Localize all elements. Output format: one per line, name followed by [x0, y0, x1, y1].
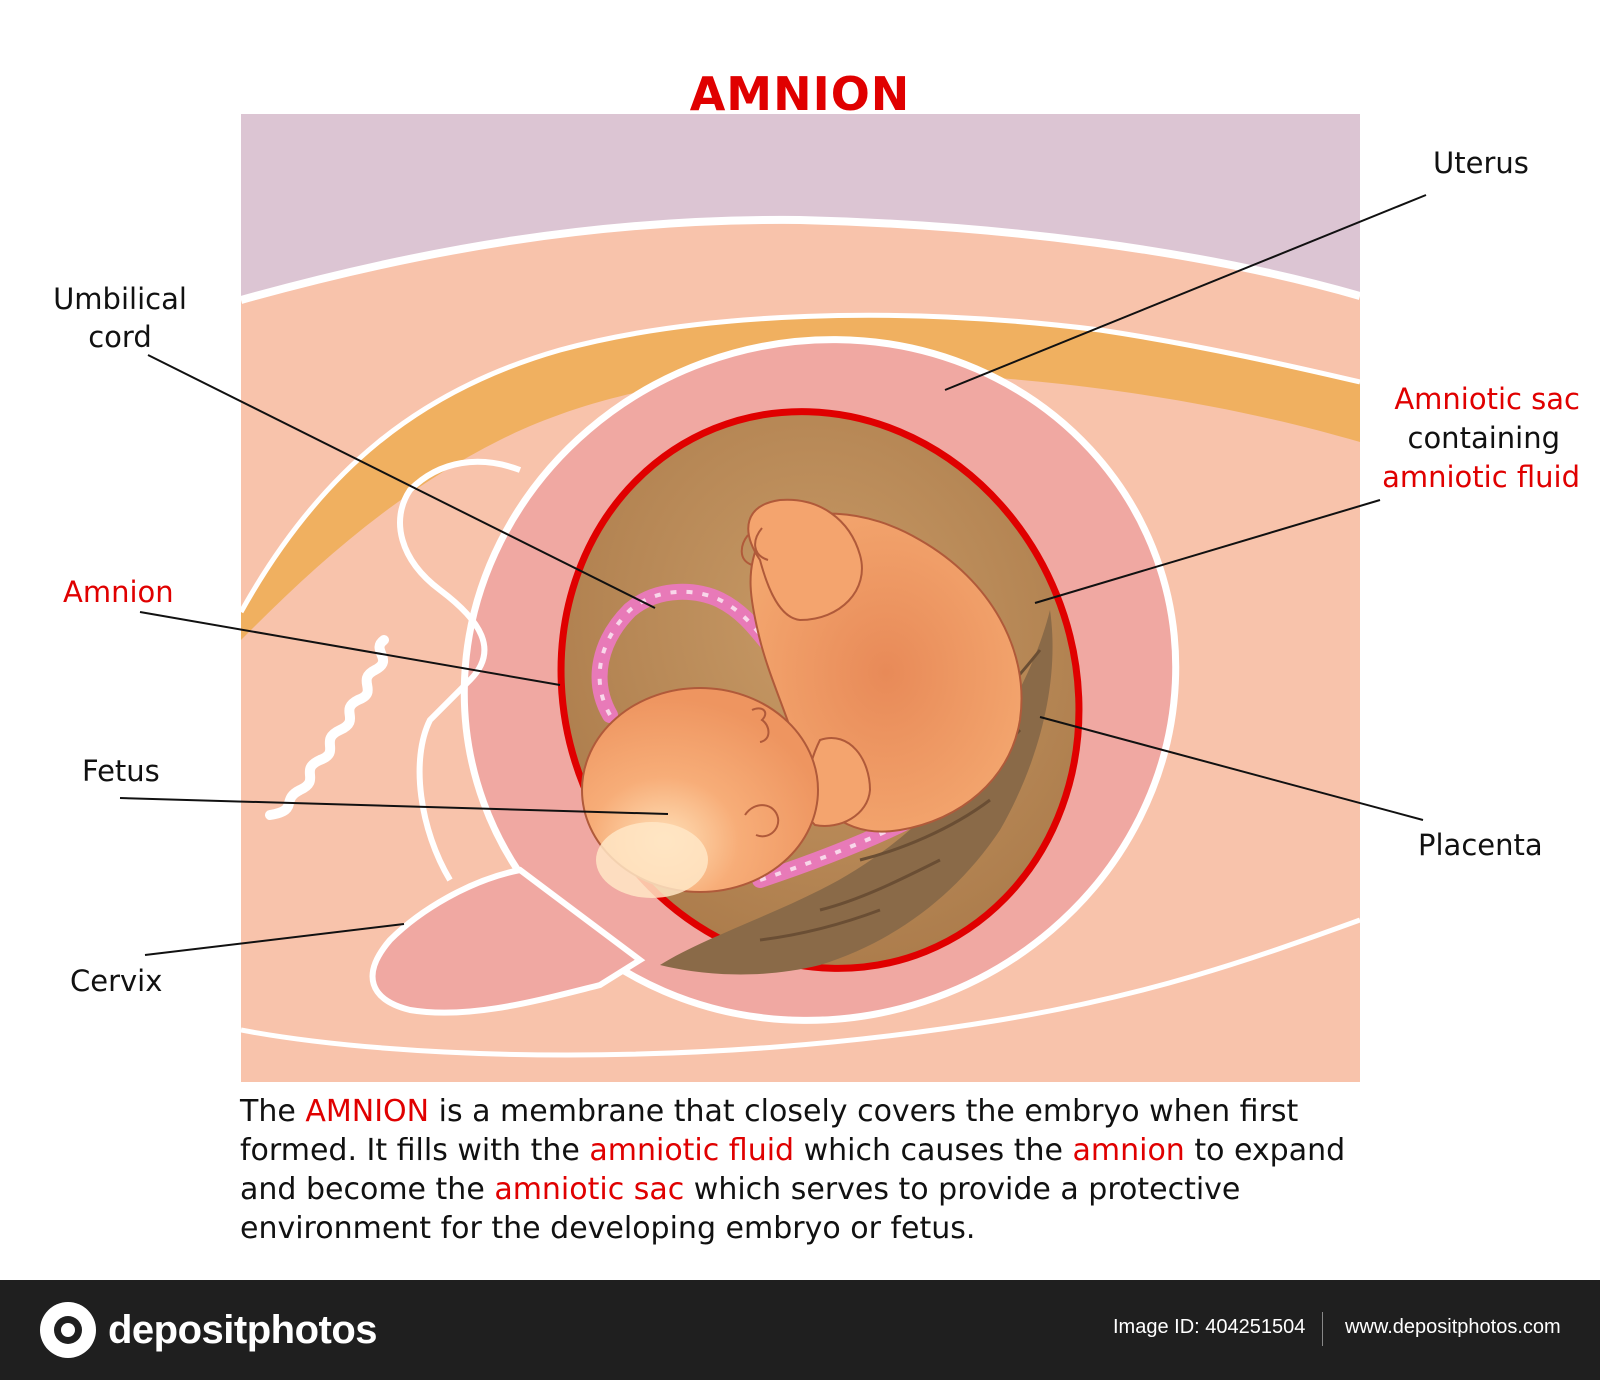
vaginal-wall — [265, 635, 389, 820]
placenta — [660, 610, 1053, 975]
diagram-title: AMNION — [689, 66, 911, 121]
desc-text: which causes the — [794, 1133, 1073, 1168]
fetus-leg — [747, 498, 863, 622]
brand-name: depositphotos — [108, 1307, 378, 1352]
label-amniotic-fluid: amniotic fluid — [1382, 460, 1580, 494]
label-amniotic-sac: Amniotic sac — [1394, 382, 1580, 416]
camera-aperture-icon — [40, 1302, 96, 1358]
label-amnion: Amnion — [63, 575, 174, 609]
desc-highlight-amniotic-sac: amniotic sac — [494, 1172, 685, 1207]
amnion-diagram — [119, 114, 1427, 1082]
footer-divider — [1322, 1312, 1323, 1346]
label-containing: containing — [1407, 421, 1561, 455]
pointer-uterus — [944, 194, 1427, 391]
desc-highlight-amniotic-fluid: amniotic fluid — [589, 1133, 795, 1168]
label-fetus: Fetus — [82, 754, 160, 788]
desc-highlight-amnion-lower: amnion — [1072, 1133, 1185, 1168]
site-url-link[interactable]: www.depositphotos.com — [1345, 1316, 1561, 1338]
desc-highlight-amnion: AMNION — [305, 1094, 430, 1129]
pointer-amnion — [139, 611, 561, 686]
desc-text: is a membrane that closely covers the em… — [240, 1094, 1299, 1168]
pointer-cervix — [144, 923, 405, 956]
brand-logo[interactable]: depositphotos — [40, 1300, 378, 1360]
pointer-amniotic-sac — [1034, 499, 1381, 604]
label-cervix: Cervix — [70, 964, 163, 998]
desc-text: which serves to provide a protective env… — [240, 1172, 1241, 1246]
label-placenta: Placenta — [1418, 828, 1543, 862]
pointer-fetus — [119, 797, 669, 815]
watermark-footer: depositphotos — [0, 1280, 1600, 1380]
pointer-umbilical-cord — [147, 354, 656, 609]
description-paragraph: The AMNION is a membrane that closely co… — [240, 1092, 1360, 1248]
desc-text: to expand and become the — [240, 1133, 1346, 1207]
desc-text: The — [240, 1094, 306, 1129]
fat-layer — [241, 315, 1360, 640]
label-umbilical-cord: Umbilical cord — [53, 282, 187, 354]
pointer-placenta — [1039, 716, 1424, 821]
label-uterus: Uterus — [1433, 146, 1529, 180]
cervix-shape — [369, 866, 646, 1016]
image-id: Image ID: 404251504 — [1113, 1316, 1306, 1338]
abdominal-top-region — [241, 114, 1360, 300]
